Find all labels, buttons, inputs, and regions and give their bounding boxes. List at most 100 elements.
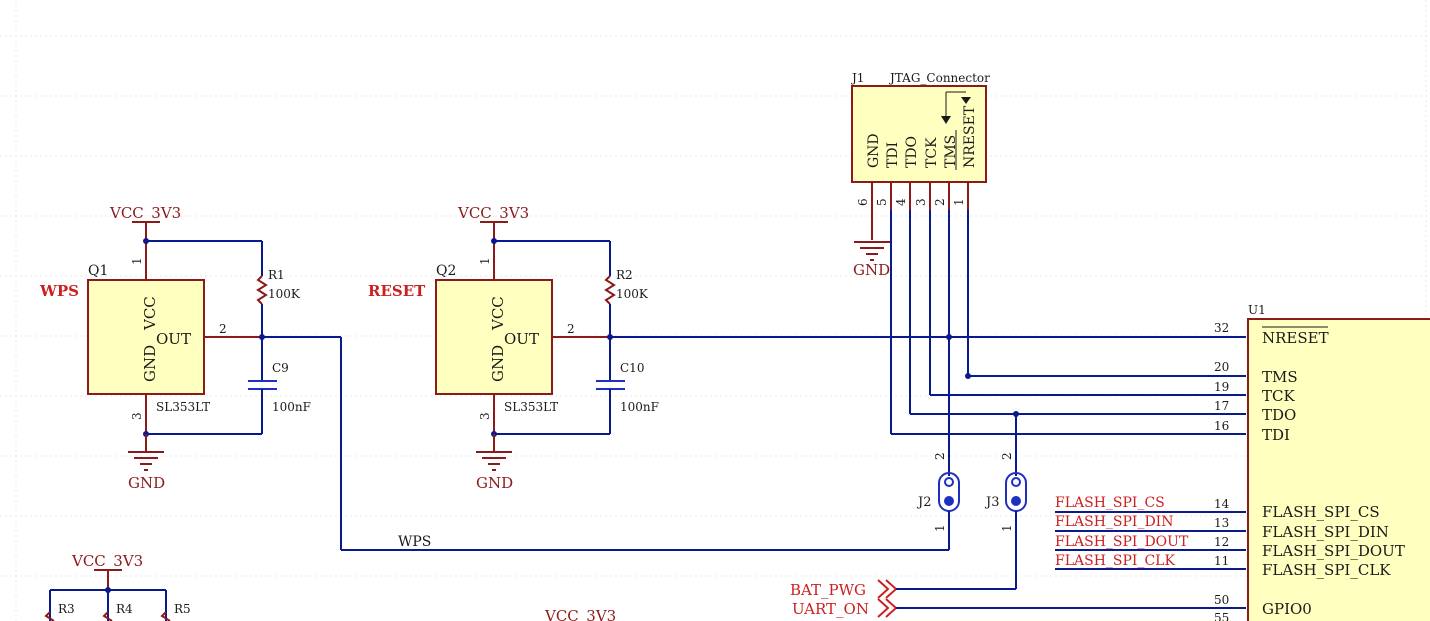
q1-ref: Q1 xyxy=(88,263,108,279)
q2-pin1-number: 1 xyxy=(478,257,492,265)
jtag-wires xyxy=(610,210,1246,476)
j3-pin-pad xyxy=(1011,496,1021,506)
c9-ref: C9 xyxy=(272,361,289,375)
vcc-label-q2: VCC_3V3 xyxy=(457,204,529,222)
j3-pin-hole xyxy=(1011,477,1021,487)
u1-pin-name: GPIO0 xyxy=(1262,600,1312,618)
q2-tag-reset: RESET xyxy=(368,282,426,300)
c9-value: 100nF xyxy=(272,400,311,414)
u1-body xyxy=(1247,318,1430,621)
u1-pin-name: FLASH_SPI_DIN xyxy=(1262,523,1389,541)
j1-pin-number: 2 xyxy=(933,198,947,206)
j2-pin2-number: 2 xyxy=(933,452,947,460)
j1-pin-tms: TMS xyxy=(943,135,959,168)
j2-pin-pad xyxy=(944,496,954,506)
u1-pin-number: 32 xyxy=(1214,321,1229,335)
j1-name: JTAG_Connector xyxy=(888,71,990,85)
q1-tag-wps: WPS xyxy=(39,282,79,300)
j1-pin-tdo: TDO xyxy=(904,136,920,168)
junction-dot xyxy=(143,238,149,244)
j3-jumper: 2 J3 1 xyxy=(984,452,1027,589)
q2-pin-vcc: VCC xyxy=(489,296,507,331)
u1-pin-number: 16 xyxy=(1214,419,1229,433)
wps-net: WPS xyxy=(262,336,949,551)
c10-ref: C10 xyxy=(620,361,644,375)
j1-pin-number: 4 xyxy=(894,198,908,206)
u1-pin-name: FLASH_SPI_CS xyxy=(1262,503,1380,521)
junction-dot xyxy=(491,238,497,244)
u1-pin-name: NRESET xyxy=(1262,329,1329,347)
q2-pin-out: OUT xyxy=(504,330,539,348)
u1-pin-number: 11 xyxy=(1214,554,1229,568)
q2-pin-gnd: GND xyxy=(489,345,507,382)
gnd-label-q1: GND xyxy=(128,474,165,492)
j1-ref: J1 xyxy=(850,71,864,85)
j1-pin-gnd: GND xyxy=(866,133,882,168)
flash-net-label: FLASH_SPI_DIN xyxy=(1055,514,1173,530)
u1-ref: U1 xyxy=(1248,303,1266,317)
j2-jumper: 2 J2 1 xyxy=(916,452,960,550)
u1-pin-number: 12 xyxy=(1214,535,1229,549)
q2-ref: Q2 xyxy=(436,263,456,279)
u1-pin-number: 14 xyxy=(1214,497,1230,511)
r3-ref: R3 xyxy=(58,602,75,616)
j1-body xyxy=(851,85,987,183)
u1-pin-name: FLASH_SPI_CLK xyxy=(1262,561,1391,579)
u1-pin-name: TMS xyxy=(1262,368,1298,386)
j2-pin1-number: 1 xyxy=(933,524,947,532)
u1-pin-name: TCK xyxy=(1262,387,1295,405)
r4-resistor xyxy=(102,611,113,621)
gnd-label-q2: GND xyxy=(476,474,513,492)
q1-pin2-number: 2 xyxy=(219,322,227,336)
j1-pin-tdi: TDI xyxy=(885,142,901,168)
q1-part: SL353LT xyxy=(156,400,210,414)
r5-ref: R5 xyxy=(174,602,191,616)
u1-pin-number: 20 xyxy=(1214,360,1229,374)
port-arrow-icon xyxy=(877,579,890,599)
r2-ref: R2 xyxy=(616,268,633,282)
j1-pin-nreset: NRESET xyxy=(962,105,978,168)
u1-pin-number: 19 xyxy=(1214,380,1229,394)
j3-pin1-number: 1 xyxy=(1000,524,1014,532)
u1-pin-number: 50 xyxy=(1214,593,1229,607)
r1-value: 100K xyxy=(268,287,301,301)
r1-ref: R1 xyxy=(268,268,285,282)
junction-dot xyxy=(105,587,111,593)
u1-pin-name: FLASH_SPI_DOUT xyxy=(1262,542,1405,560)
j1-pin-number: 3 xyxy=(914,198,928,206)
u1-pin-number: 13 xyxy=(1214,516,1229,530)
vcc-label-q1: VCC_3V3 xyxy=(109,204,181,222)
q1-pin-vcc: VCC xyxy=(141,296,159,331)
r1-resistor xyxy=(256,275,268,305)
u1-pin-name: TDI xyxy=(1262,426,1290,444)
flash-spi-nets: FLASH_SPI_CS FLASH_SPI_DIN FLASH_SPI_DOU… xyxy=(1055,495,1246,570)
junction-dot xyxy=(946,334,952,340)
flash-net-label: FLASH_SPI_CS xyxy=(1055,495,1165,511)
j1-arrow-icon xyxy=(941,116,951,124)
q2-pin2-number: 2 xyxy=(567,322,575,336)
q2-block: VCC_3V3 1 Q2 RESET VCC GND OUT 2 3 SL353… xyxy=(368,204,659,492)
q2-body xyxy=(435,279,553,395)
q2-part: SL353LT xyxy=(504,400,558,414)
q2-pin3-number: 3 xyxy=(478,412,492,420)
gnd-label-j1: GND xyxy=(853,261,890,279)
q1-pin3-number: 3 xyxy=(130,412,144,420)
u1-chip: U1 32 NRESET 20 TMS 19 TCK 17 TDO 16 TDI… xyxy=(1214,303,1430,621)
q1-pin-out: OUT xyxy=(156,330,191,348)
r3-resistor xyxy=(44,611,55,621)
j1-jtag-connector: J1 JTAG_Connector GND TDI TDO TCK TMS NR… xyxy=(850,71,990,279)
u1-pin-number: 17 xyxy=(1214,399,1229,413)
j1-arrow-icon xyxy=(961,97,971,104)
u1-pin-number: 55 xyxy=(1214,611,1229,621)
vcc-label-bottom-center: VCC_3V3 xyxy=(544,607,616,621)
junction-dot xyxy=(965,373,971,379)
q1-pin-gnd: GND xyxy=(141,345,159,382)
port-arrow-icon xyxy=(877,598,890,618)
j1-pin-tck: TCK xyxy=(924,137,940,168)
j1-pin-number: 6 xyxy=(856,198,870,206)
j2-ref: J2 xyxy=(916,495,931,510)
port-labels: BAT_PWG UART_ON xyxy=(790,579,1246,618)
j3-ref: J3 xyxy=(984,495,999,510)
j2-pin-hole xyxy=(944,477,954,487)
